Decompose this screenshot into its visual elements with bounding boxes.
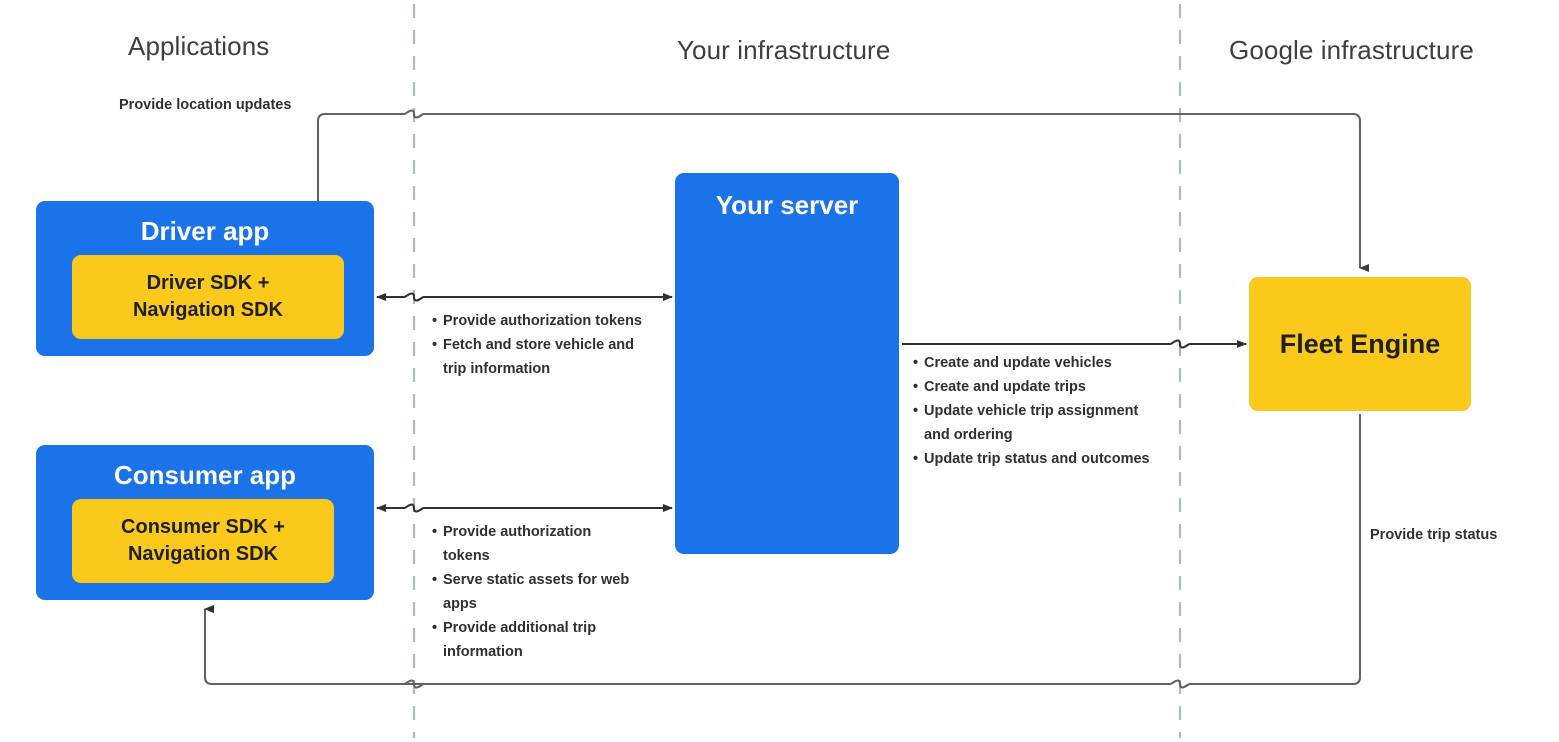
node-consumer-app[interactable]: Consumer app Consumer SDK + Navigation S… xyxy=(36,445,374,600)
edge-driver-server xyxy=(376,292,673,302)
node-consumer-sdk[interactable]: Consumer SDK + Navigation SDK xyxy=(72,499,334,583)
bullet-item: Update vehicle trip assignment and order… xyxy=(913,399,1163,447)
edge-server-to-fleet xyxy=(902,339,1247,349)
bullet-item: Provide authorization tokens xyxy=(432,309,647,333)
bullet-item: Provide authorization tokens xyxy=(432,520,632,568)
driver-sdk-line-2: Navigation SDK xyxy=(132,299,284,321)
consumer-app-title: Consumer app xyxy=(113,460,297,490)
node-your-server[interactable]: Your server xyxy=(675,173,899,554)
driver-sdk-line-1: Driver SDK + xyxy=(146,272,270,295)
edge-label-provide-trip-status: Provide trip status xyxy=(1370,527,1498,543)
fleet-engine-title: Fleet Engine xyxy=(1279,328,1441,359)
bullet-item: Serve static assets for web apps xyxy=(432,568,632,616)
zone-header-your-infrastructure: Your infrastructure xyxy=(677,35,891,65)
consumer-sdk-line-1: Consumer SDK + xyxy=(121,516,285,539)
bullet-item: Update trip status and outcomes xyxy=(913,447,1163,471)
node-driver-app[interactable]: Driver app Driver SDK + Navigation SDK xyxy=(36,201,374,356)
bullet-item: Create and update trips xyxy=(913,375,1163,399)
bullet-item: Provide additional trip information xyxy=(432,616,632,664)
node-driver-sdk[interactable]: Driver SDK + Navigation SDK xyxy=(72,255,344,339)
node-fleet-engine[interactable]: Fleet Engine xyxy=(1249,277,1471,411)
your-server-title: Your server xyxy=(715,190,859,220)
consumer-sdk-line-2: Navigation SDK xyxy=(127,543,279,565)
edge-bullets-server-fleet: Create and update vehiclesCreate and upd… xyxy=(913,351,1163,471)
bullet-item: Create and update vehicles xyxy=(913,351,1163,375)
zone-header-google-infrastructure: Google infrastructure xyxy=(1229,35,1474,65)
edge-bullets-consumer-server: Provide authorization tokensServe static… xyxy=(432,520,632,664)
edge-consumer-server xyxy=(376,503,673,513)
zone-header-applications: Applications xyxy=(128,31,270,61)
edge-bullets-driver-server: Provide authorization tokensFetch and st… xyxy=(432,309,647,381)
edge-label-provide-location-updates: Provide location updates xyxy=(119,97,292,113)
driver-app-title: Driver app xyxy=(140,216,270,246)
bullet-item: Fetch and store vehicle and trip informa… xyxy=(432,333,647,381)
